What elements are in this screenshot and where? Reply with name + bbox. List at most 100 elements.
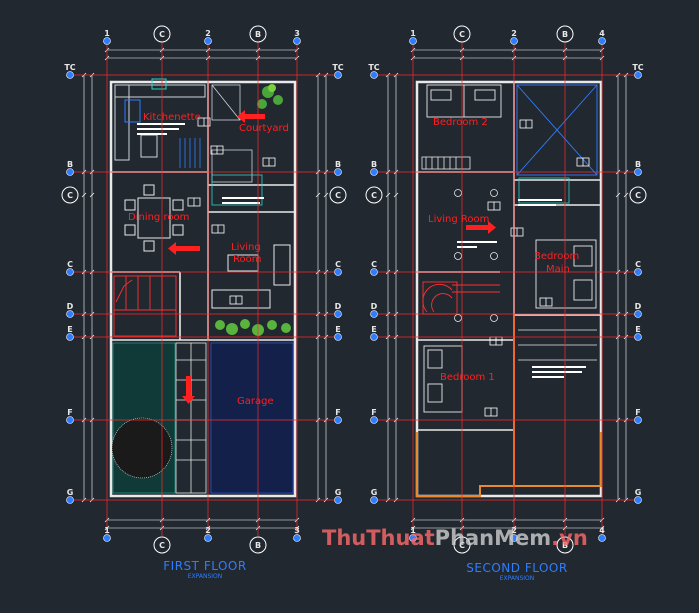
- grid-bubble-top: B: [556, 25, 574, 43]
- svg-text:G: G: [635, 488, 642, 497]
- room-label-living-room-2f: Living Room: [428, 214, 489, 225]
- svg-text:C: C: [159, 30, 165, 39]
- svg-text:B: B: [562, 541, 568, 550]
- first-floor-windows: [187, 117, 276, 305]
- grid-bubble-left: E: [66, 325, 74, 341]
- watermark-part-3: .vn: [551, 526, 588, 550]
- svg-text:D: D: [635, 302, 642, 311]
- second-floor-bath: [518, 177, 570, 204]
- svg-text:2: 2: [511, 29, 517, 38]
- terrace-outline: [416, 432, 602, 497]
- svg-text:B: B: [635, 160, 641, 169]
- svg-text:C: C: [335, 191, 341, 200]
- grid-bubble-left: TC: [64, 63, 76, 79]
- svg-text:C: C: [159, 541, 165, 550]
- first-floor-title: FIRST FLOOR: [163, 559, 246, 573]
- second-floor-void: [516, 84, 598, 176]
- first-floor-arrows: [168, 110, 265, 404]
- grid-bubble-left: C: [365, 186, 383, 204]
- room-label-bedroom-1: Bedroom 1: [440, 372, 495, 383]
- room-label-living-room: Room: [233, 254, 261, 265]
- svg-text:C: C: [635, 191, 641, 200]
- room-label-garage: Garage: [237, 396, 274, 407]
- second-floor-windows: [484, 119, 590, 417]
- svg-text:3: 3: [294, 526, 300, 535]
- watermark-part-2: PhanMem: [435, 526, 551, 550]
- grid-bubble-right: F: [634, 408, 642, 424]
- svg-text:F: F: [635, 408, 640, 417]
- grid-bubble-bottom: 2: [204, 526, 212, 542]
- room-label-dining: Dining room: [128, 212, 189, 223]
- grid-bubble-right: D: [334, 302, 342, 318]
- grid-bubble-top: C: [453, 25, 471, 43]
- svg-text:D: D: [371, 302, 378, 311]
- garden-tree: [111, 417, 173, 479]
- svg-text:3: 3: [294, 29, 300, 38]
- grid-bubble-top: B: [249, 25, 267, 43]
- svg-text:4: 4: [599, 526, 605, 535]
- grid-bubble-right: B: [334, 160, 342, 176]
- grid-bubble-top: 2: [204, 29, 212, 45]
- grid-bubble-left: C: [66, 260, 74, 276]
- courtyard-stair-box: [211, 84, 253, 183]
- svg-text:F: F: [371, 408, 376, 417]
- svg-text:2: 2: [205, 29, 211, 38]
- svg-text:F: F: [335, 408, 340, 417]
- grid-bubble-right: G: [634, 488, 642, 504]
- grid-bubble-bottom: C: [153, 536, 171, 554]
- grid-bubble-left: E: [370, 325, 378, 341]
- svg-text:1: 1: [104, 526, 110, 535]
- grid-bubble-left: F: [370, 408, 378, 424]
- svg-text:G: G: [67, 488, 74, 497]
- grid-bubble-right: E: [334, 325, 342, 341]
- svg-text:D: D: [335, 302, 342, 311]
- svg-text:B: B: [255, 30, 261, 39]
- second-floor-outer-wall: [415, 80, 603, 498]
- grid-bubble-right: C: [634, 260, 642, 276]
- svg-text:C: C: [371, 191, 377, 200]
- svg-text:2: 2: [511, 526, 517, 535]
- first-floor-subtitle: EXPANSION: [188, 573, 223, 580]
- grid-bubble-left: C: [61, 186, 79, 204]
- second-floor-title: SECOND FLOOR: [466, 561, 567, 575]
- svg-text:F: F: [67, 408, 72, 417]
- svg-text:C: C: [67, 260, 73, 269]
- svg-text:E: E: [335, 325, 340, 334]
- svg-text:1: 1: [410, 29, 416, 38]
- grid-bubble-right: TC: [332, 63, 344, 79]
- first-floor-outer-wall: [109, 80, 297, 498]
- kitchen-counters: [114, 78, 206, 161]
- first-floor-plan: Kitchenette Courtyard Dining room Living…: [81, 47, 329, 580]
- svg-text:ThuThuatPhanMem.vn: ThuThuatPhanMem.vn: [322, 526, 588, 550]
- grid-bubble-left: G: [66, 488, 74, 504]
- ceiling-lights: [454, 189, 498, 322]
- grid-bubble-bottom: B: [249, 536, 267, 554]
- room-label-living: Living: [231, 242, 261, 253]
- svg-text:E: E: [67, 325, 72, 334]
- first-floor-bath: [211, 174, 263, 206]
- svg-text:E: E: [635, 325, 640, 334]
- svg-text:TC: TC: [368, 63, 379, 72]
- bed-bedroom-2: [426, 84, 502, 118]
- garage-hatch: [210, 342, 294, 494]
- svg-text:E: E: [371, 325, 376, 334]
- svg-text:2: 2: [205, 526, 211, 535]
- room-label-bedroom-2: Bedroom 2: [433, 117, 488, 128]
- grid-bubble-right: G: [334, 488, 342, 504]
- svg-text:C: C: [459, 541, 465, 550]
- second-floor-terrace: [518, 329, 597, 361]
- room-label-bedroom-main: Bedroom: [534, 251, 579, 262]
- svg-text:B: B: [255, 541, 261, 550]
- svg-text:B: B: [335, 160, 341, 169]
- grid-bubble-right: B: [634, 160, 642, 176]
- grid-bubble-right: F: [334, 408, 342, 424]
- grid-bubble-bottom: 4: [598, 526, 606, 542]
- grid-bubble-top: 2: [510, 29, 518, 45]
- dining-table: [124, 184, 184, 252]
- svg-text:4: 4: [599, 29, 605, 38]
- svg-text:C: C: [635, 260, 641, 269]
- grid-bubble-right: C: [629, 186, 647, 204]
- grid-bubble-left: B: [370, 160, 378, 176]
- grid-bubble-left: TC: [368, 63, 380, 79]
- grid-bubble-right: TC: [632, 63, 644, 79]
